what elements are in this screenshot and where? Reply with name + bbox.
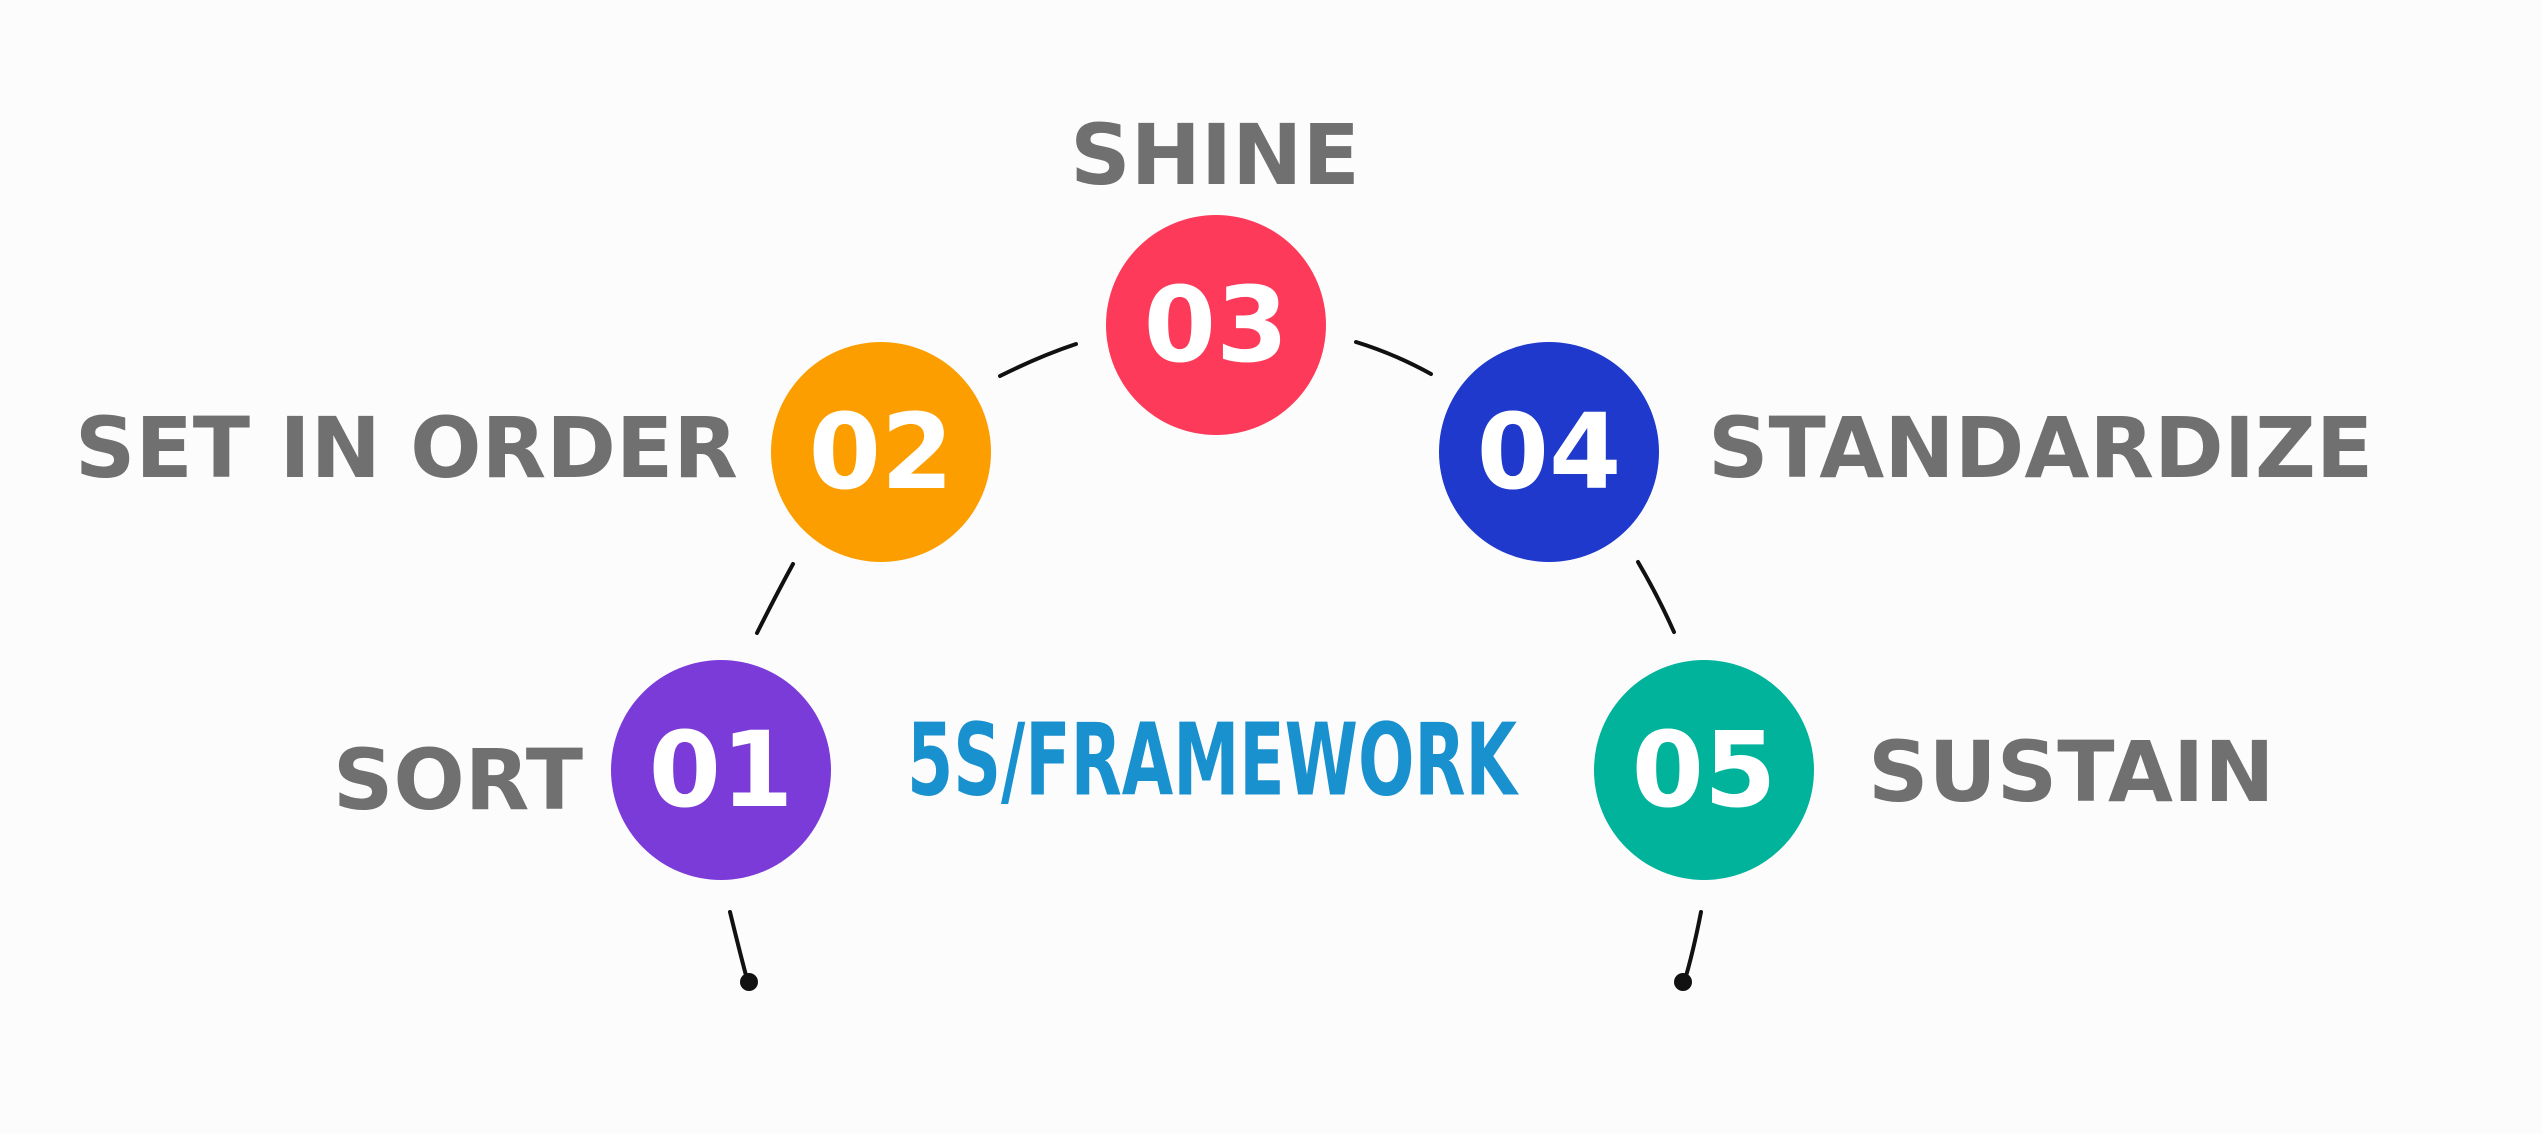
step-02-number: 02 (809, 391, 954, 513)
step-03: 03 SHINE (1070, 106, 1360, 435)
step-03-label: SHINE (1070, 106, 1360, 204)
step-05-number: 05 (1632, 709, 1777, 831)
step-01-number: 01 (649, 709, 794, 831)
arc-02-to-03 (998, 342, 1078, 378)
framework-title: 5S/FRAMEWORK (907, 702, 1519, 819)
step-01: 01 SORT (333, 660, 831, 880)
step-03-number: 03 (1144, 264, 1289, 386)
step-04: 04 STANDARDIZE (1439, 342, 2373, 562)
step-05-circle (1594, 660, 1814, 880)
start-dot (740, 973, 758, 991)
step-04-number: 04 (1477, 391, 1622, 513)
arc-05-to-end (1682, 910, 1703, 985)
arc-01-to-02 (755, 562, 795, 635)
step-03-circle (1106, 215, 1326, 435)
arc-start-to-01 (728, 910, 750, 985)
step-04-circle (1439, 342, 1659, 562)
step-02-circle (771, 342, 991, 562)
step-04-label: STANDARDIZE (1708, 399, 2373, 497)
step-02: 02 SET IN ORDER (75, 342, 991, 562)
step-02-label: SET IN ORDER (75, 399, 738, 497)
step-05-label: SUSTAIN (1868, 723, 2275, 821)
arc-04-to-05 (1636, 560, 1676, 634)
step-05: 05 SUSTAIN (1594, 660, 2275, 880)
end-dot (1674, 973, 1692, 991)
step-01-circle (611, 660, 831, 880)
step-01-label: SORT (333, 731, 583, 829)
arc-03-to-04 (1354, 340, 1433, 376)
